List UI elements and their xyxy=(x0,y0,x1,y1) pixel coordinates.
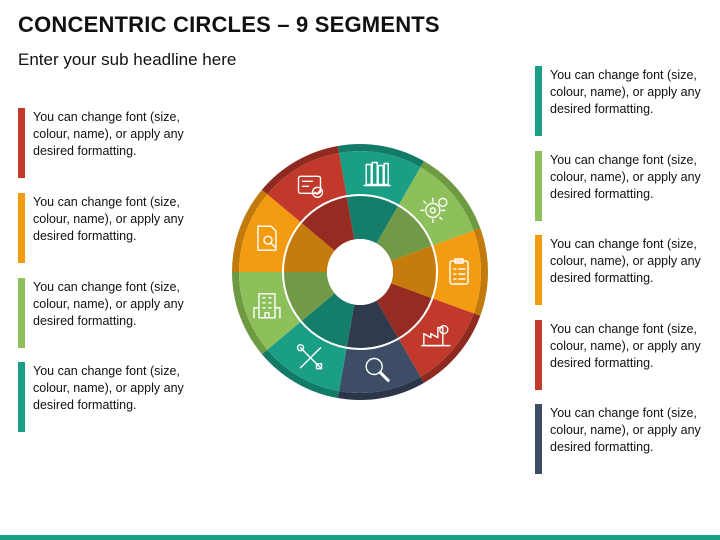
note-bar xyxy=(18,108,25,178)
magnifier-icon xyxy=(365,357,390,382)
checklist-icon xyxy=(297,175,324,198)
note-bar xyxy=(535,320,542,390)
segment-magnifier-inner xyxy=(346,300,399,349)
building-icon xyxy=(253,293,281,319)
segment-gears-rim xyxy=(420,161,481,231)
segment-books-outer xyxy=(338,151,421,206)
note-text: You can change font (size, colour, name)… xyxy=(33,195,184,243)
segment-factory-inner xyxy=(376,283,433,339)
note-text: You can change font (size, colour, name)… xyxy=(550,153,701,201)
note-bar xyxy=(535,66,542,136)
note-right-2: You can change font (size, colour, name)… xyxy=(535,151,707,223)
note-right-5: You can change font (size, colour, name)… xyxy=(535,404,707,476)
segment-document-rim xyxy=(232,189,268,272)
note-right-3: You can change font (size, colour, name)… xyxy=(535,235,707,307)
segment-clipboard-rim xyxy=(473,228,488,316)
clipboard-icon xyxy=(449,258,469,285)
note-bar xyxy=(18,193,25,263)
note-left-2: You can change font (size, colour, name)… xyxy=(18,193,190,265)
segment-factory-outer xyxy=(398,298,474,377)
segment-checklist-inner xyxy=(301,196,355,251)
segment-books-rim xyxy=(337,144,424,168)
segment-tools-rim xyxy=(261,349,339,399)
note-left-4: You can change font (size, colour, name)… xyxy=(18,362,190,434)
note-text: You can change font (size, colour, name)… xyxy=(33,110,184,158)
note-bar xyxy=(535,404,542,474)
middle-divider-ring xyxy=(282,194,438,350)
page-subtitle: Enter your sub headline here xyxy=(18,50,237,69)
segment-checklist-outer xyxy=(267,152,347,223)
note-text: You can change font (size, colour, name)… xyxy=(550,68,701,116)
segment-gears-outer xyxy=(398,167,474,246)
note-right-1: You can change font (size, colour, name)… xyxy=(535,66,707,138)
segment-building-rim xyxy=(232,272,268,355)
footer-accent-line xyxy=(0,535,720,540)
concentric-circles-diagram xyxy=(232,144,488,400)
segment-magnifier-rim xyxy=(337,376,424,400)
segment-magnifier-outer xyxy=(338,338,421,393)
segment-tools-inner xyxy=(301,293,355,348)
note-text: You can change font (size, colour, name)… xyxy=(550,406,701,454)
note-right-4: You can change font (size, colour, name)… xyxy=(535,320,707,392)
note-left-3: You can change font (size, colour, name)… xyxy=(18,278,190,350)
factory-icon xyxy=(421,324,451,347)
segment-document-outer xyxy=(239,194,302,272)
segment-factory-rim xyxy=(420,313,481,383)
segment-building-outer xyxy=(239,272,302,350)
note-bar xyxy=(535,235,542,305)
segment-document-inner xyxy=(283,222,335,272)
note-text: You can change font (size, colour, name)… xyxy=(550,237,701,285)
note-bar xyxy=(535,151,542,221)
segment-building-inner xyxy=(283,272,335,322)
note-bar xyxy=(18,278,25,348)
note-text: You can change font (size, colour, name)… xyxy=(33,280,184,328)
segment-clipboard-inner xyxy=(391,245,437,299)
segment-tools-outer xyxy=(267,321,347,392)
note-text: You can change font (size, colour, name)… xyxy=(33,364,184,412)
center-hole xyxy=(327,239,393,305)
gear-bulb-icon xyxy=(420,197,448,224)
segment-books-inner xyxy=(346,195,399,244)
page-title: CONCENTRIC CIRCLES – 9 SEGMENTS xyxy=(18,12,440,37)
note-bar xyxy=(18,362,25,432)
tools-icon xyxy=(296,344,323,370)
document-search-icon xyxy=(257,225,277,251)
segment-clipboard-outer xyxy=(432,230,481,314)
segment-gears-inner xyxy=(376,205,433,261)
books-icon xyxy=(363,161,391,187)
note-text: You can change font (size, colour, name)… xyxy=(550,322,701,370)
segment-checklist-rim xyxy=(261,145,339,195)
note-left-1: You can change font (size, colour, name)… xyxy=(18,108,190,180)
